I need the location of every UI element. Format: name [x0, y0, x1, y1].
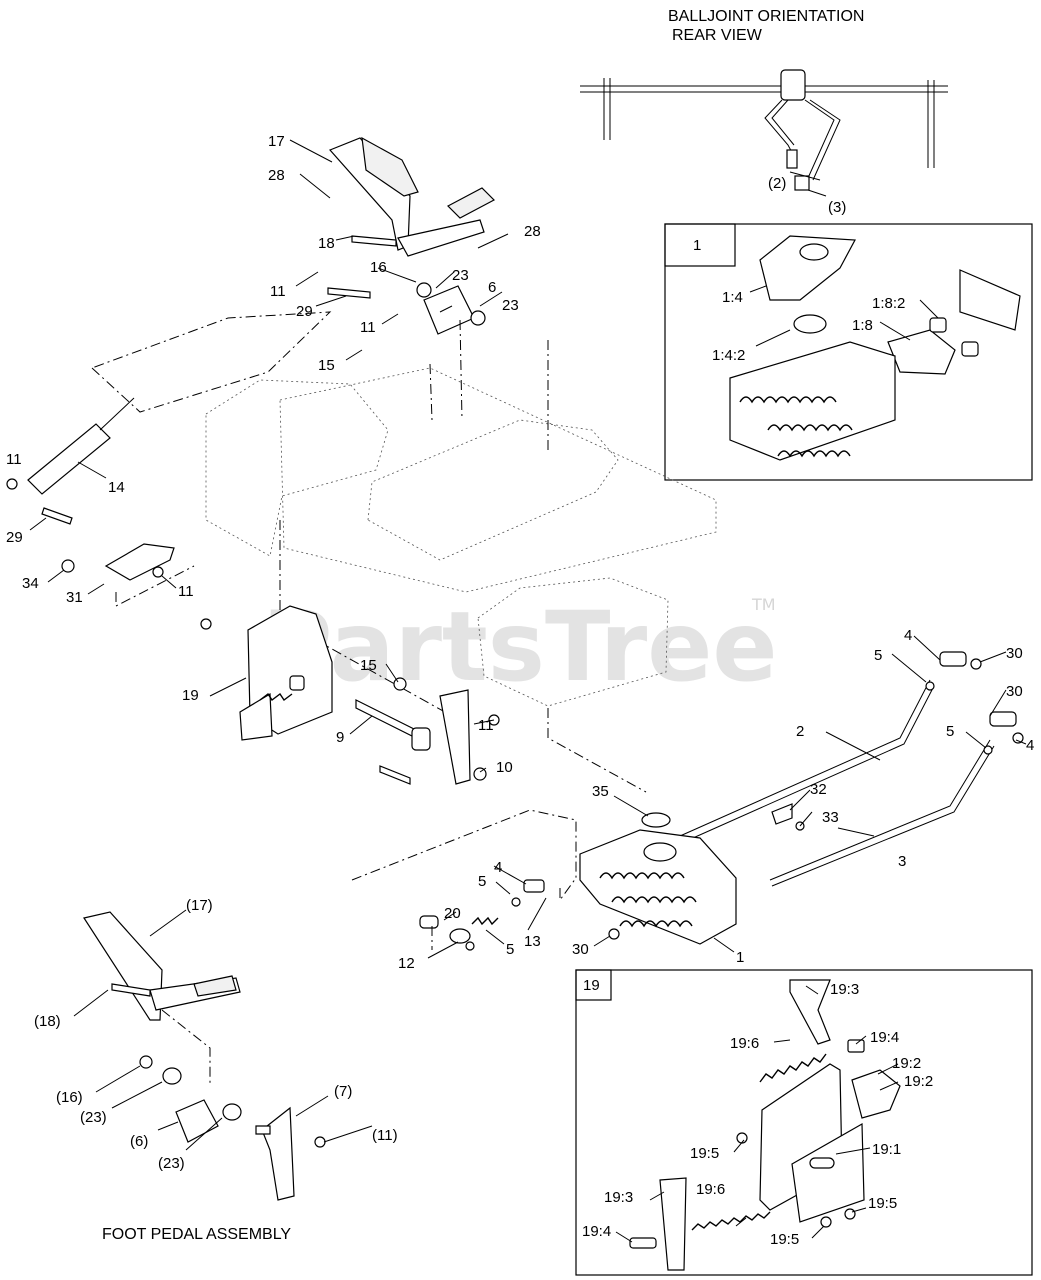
callout: 5 [874, 647, 882, 664]
callout: 17 [268, 133, 285, 150]
control-assembly-1 [351, 803, 805, 945]
callout: 1:8 [852, 317, 873, 334]
callout: 11 [270, 283, 286, 300]
callout: 14 [108, 479, 125, 496]
callout: (23) [80, 1109, 107, 1126]
callout: 19:6 [730, 1035, 759, 1052]
foot-pedal-heading: FOOT PEDAL ASSEMBLY [102, 1226, 291, 1243]
callout: 30 [572, 941, 589, 958]
callout: (16) [56, 1089, 83, 1106]
callout: 28 [268, 167, 285, 184]
callout: (11) [372, 1127, 398, 1144]
inset-19-tag [575, 969, 612, 1001]
callout: 34 [22, 575, 39, 592]
callout: (7) [334, 1083, 352, 1100]
leader-lines [29, 139, 1027, 1243]
callout: 4 [904, 627, 912, 644]
balljoint-subheading: REAR VIEW [672, 27, 763, 44]
linkage-12-13-20 [419, 877, 577, 951]
frame-outline [91, 311, 717, 793]
callout: (23) [158, 1155, 185, 1172]
callout: 5 [478, 873, 486, 890]
callout: 19:4 [582, 1223, 611, 1240]
callout: 5 [506, 941, 514, 958]
callout: 30 [1006, 683, 1023, 700]
callout: 35 [592, 783, 609, 800]
callout: 13 [524, 933, 541, 950]
inset-19-switch-assembly [629, 979, 901, 1271]
pedal-assembly-top [327, 136, 495, 335]
callout: (17) [186, 897, 213, 914]
callout: 33 [822, 809, 839, 826]
callout: 29 [296, 303, 313, 320]
control-rods [679, 651, 1024, 887]
callout: (2) [768, 175, 786, 192]
callout: 4 [1026, 737, 1034, 754]
damper-14 [6, 397, 135, 525]
callout: 19:5 [770, 1231, 799, 1248]
switch-mount-19 [200, 605, 333, 741]
inset-19-frame [575, 969, 1033, 1276]
inset-1-spring-assembly [729, 235, 1021, 461]
callout: 30 [1006, 645, 1023, 662]
callout: 16 [370, 259, 387, 276]
bracket-31 [61, 543, 195, 607]
callout: 6 [488, 279, 496, 296]
callout: 23 [502, 297, 519, 314]
callout: 19:4 [870, 1029, 899, 1046]
callout: 1:4:2 [712, 347, 745, 364]
callout: 11 [6, 451, 22, 468]
callout: 15 [318, 357, 335, 374]
callout: 11 [478, 717, 494, 734]
callout: 18 [318, 235, 335, 252]
callout: 15 [360, 657, 377, 674]
callout: 9 [336, 729, 344, 746]
callout: 29 [6, 529, 23, 546]
callout: 4 [494, 859, 502, 876]
callout: 3 [898, 853, 906, 870]
callout: 10 [496, 759, 513, 776]
callout: 19:5 [690, 1145, 719, 1162]
callout: (6) [130, 1133, 148, 1150]
callout: 19 [182, 687, 199, 704]
callout: 1:8:2 [872, 295, 905, 312]
callout: 19:6 [696, 1181, 725, 1198]
inset-19-number: 19 [583, 977, 600, 994]
callout: 11 [360, 319, 376, 336]
callout: 2 [796, 723, 804, 740]
callout: 19:2 [904, 1073, 933, 1090]
callout: 19:1 [872, 1141, 901, 1158]
callout-labels: (2) (3) 17 28 18 28 16 23 6 23 11 29 11 … [6, 133, 1034, 1248]
balljoint-rear-view [580, 69, 948, 191]
callout: 20 [444, 905, 461, 922]
callout: 19:3 [604, 1189, 633, 1206]
foot-pedal-assembly [83, 911, 326, 1201]
inset-1-frame [664, 223, 1033, 481]
inset-1-tag [664, 223, 736, 267]
callout: 11 [178, 583, 194, 600]
callout: 5 [946, 723, 954, 740]
watermark-tm: TM [751, 595, 776, 614]
callout: 19:5 [868, 1195, 897, 1212]
callout: 28 [524, 223, 541, 240]
watermark: PartsTree [262, 591, 777, 703]
callout: 19:2 [892, 1055, 921, 1072]
callout: (3) [828, 199, 846, 216]
callout: 12 [398, 955, 415, 972]
callout: 1:4 [722, 289, 743, 306]
callout: (18) [34, 1013, 61, 1030]
balljoint-heading: BALLJOINT ORIENTATION [668, 8, 864, 25]
callout: 1 [736, 949, 744, 966]
callout: 19:3 [830, 981, 859, 998]
inset-1-number: 1 [693, 237, 701, 254]
callout: 32 [810, 781, 827, 798]
callout: 23 [452, 267, 469, 284]
callout: 31 [66, 589, 83, 606]
